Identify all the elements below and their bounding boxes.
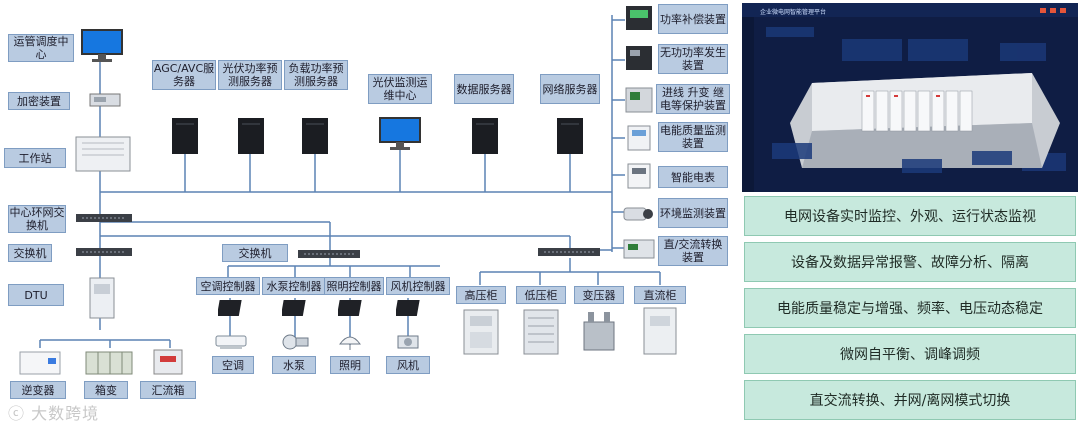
ac-dc-converter-icon <box>623 239 655 259</box>
label-transformer: 变压器 <box>574 286 624 304</box>
label-fan: 风机 <box>386 356 430 374</box>
label-ac-dc: 直/交流转换装置 <box>658 236 728 266</box>
reactive-power-device-icon <box>626 46 652 70</box>
watermark: ⓒ 大数跨境 <box>8 400 99 424</box>
label-combiner-box: 汇流箱 <box>140 381 196 399</box>
label-reactive-power: 无功功率发生装置 <box>658 44 728 74</box>
label-relay-protection: 进线 升变 继电等保护装置 <box>656 84 730 114</box>
label-ac: 空调 <box>212 356 254 374</box>
connection-lines <box>39 15 661 348</box>
monitor-pv-ops-icon <box>379 117 421 150</box>
water-pump-icon <box>282 334 309 350</box>
label-fan-controller: 风机控制器 <box>386 277 450 295</box>
system-architecture-diagram: 运管调度中心 加密装置 工作站 中心环网交换机 交换机 DTU 逆变器 <box>4 4 730 399</box>
watermark-text: 大数跨境 <box>31 404 100 423</box>
server-data-icon <box>472 118 498 154</box>
watermark-logo-icon: ⓒ <box>8 404 32 423</box>
label-ac-controller: 空调控制器 <box>196 277 260 295</box>
label-encryption-device: 加密装置 <box>8 92 70 110</box>
label-data-server: 数据服务器 <box>454 74 514 104</box>
feature-self-balance: 微网自平衡、调峰调频 <box>744 334 1076 374</box>
inverter-icon <box>19 351 61 375</box>
label-dc-cabinet: 直流柜 <box>634 286 686 304</box>
label-ops-center: 运管调度中心 <box>8 34 74 62</box>
pump-controller-icon <box>282 300 306 316</box>
hv-cabinet-icon <box>463 309 499 355</box>
combiner-box-icon <box>153 349 183 375</box>
transformer-icon <box>583 312 615 351</box>
feature-realtime-monitoring: 电网设备实时监控、外观、运行状态监视 <box>744 196 1076 236</box>
middle-switch-icon <box>298 250 360 258</box>
feature-mode-switch: 直交流转换、并网/离网模式切换 <box>744 380 1076 420</box>
workstation-rack-icon <box>75 136 131 172</box>
label-smart-meter: 智能电表 <box>658 166 728 188</box>
server-agc-icon <box>172 118 198 154</box>
label-core-switch: 中心环网交换机 <box>8 205 66 233</box>
dashboard-3d-room <box>742 3 1078 192</box>
relay-protection-device-icon <box>625 87 653 113</box>
label-box-transformer: 箱变 <box>84 381 128 399</box>
lighting-icon <box>339 336 361 350</box>
environment-camera-icon <box>623 207 653 221</box>
label-load-forecast-server: 负载功率预测服务器 <box>284 60 348 90</box>
smart-meter-icon <box>627 163 651 189</box>
label-inverter: 逆变器 <box>10 381 66 399</box>
label-power-quality: 电能质量监测装置 <box>658 122 728 152</box>
label-workstation: 工作站 <box>4 148 66 168</box>
label-switch-left: 交换机 <box>8 244 52 262</box>
dashboard-screenshot: 企业微电网智能管理平台 <box>742 3 1078 192</box>
label-switch-middle: 交换机 <box>222 244 288 262</box>
encryption-device-icon <box>89 93 121 107</box>
air-conditioner-icon <box>215 335 247 349</box>
label-pv-ops-center: 光伏监测运维中心 <box>368 74 432 104</box>
label-lighting-controller: 照明控制器 <box>324 277 384 295</box>
label-environment: 环境监测装置 <box>658 198 728 228</box>
ac-controller-icon <box>218 300 242 316</box>
dtu-cabinet-icon <box>89 277 115 319</box>
dashboard-title: 企业微电网智能管理平台 <box>760 9 827 16</box>
label-pv-forecast-server: 光伏功率预测服务器 <box>218 60 282 90</box>
power-quality-device-icon <box>627 125 651 151</box>
monitor-icon <box>81 29 123 62</box>
box-transformer-icon <box>85 351 133 375</box>
label-dtu: DTU <box>8 284 64 306</box>
label-lv-cabinet: 低压柜 <box>516 286 566 304</box>
lighting-controller-icon <box>338 300 362 316</box>
label-pump: 水泵 <box>272 356 316 374</box>
pf-compensation-device-icon <box>626 6 652 30</box>
core-switch-icon <box>76 214 132 222</box>
dc-cabinet-icon <box>643 307 677 355</box>
label-pf-compensation: 功率补偿装置 <box>658 4 728 34</box>
server-network-icon <box>557 118 583 154</box>
server-pv-forecast-icon <box>238 118 264 154</box>
label-network-server: 网络服务器 <box>540 74 600 104</box>
switch-icon <box>76 248 132 256</box>
lv-cabinet-icon <box>523 309 559 355</box>
fan-controller-icon <box>396 300 420 316</box>
feature-alarm-fault: 设备及数据异常报警、故障分析、隔离 <box>744 242 1076 282</box>
label-pump-controller: 水泵控制器 <box>262 277 326 295</box>
fan-icon <box>397 335 419 349</box>
label-lighting: 照明 <box>330 356 370 374</box>
server-load-forecast-icon <box>302 118 328 154</box>
right-switch-icon <box>538 248 600 256</box>
feature-power-quality: 电能质量稳定与增强、频率、电压动态稳定 <box>744 288 1076 328</box>
label-agc-server: AGC/AVC服务器 <box>152 60 216 90</box>
label-hv-cabinet: 高压柜 <box>456 286 506 304</box>
